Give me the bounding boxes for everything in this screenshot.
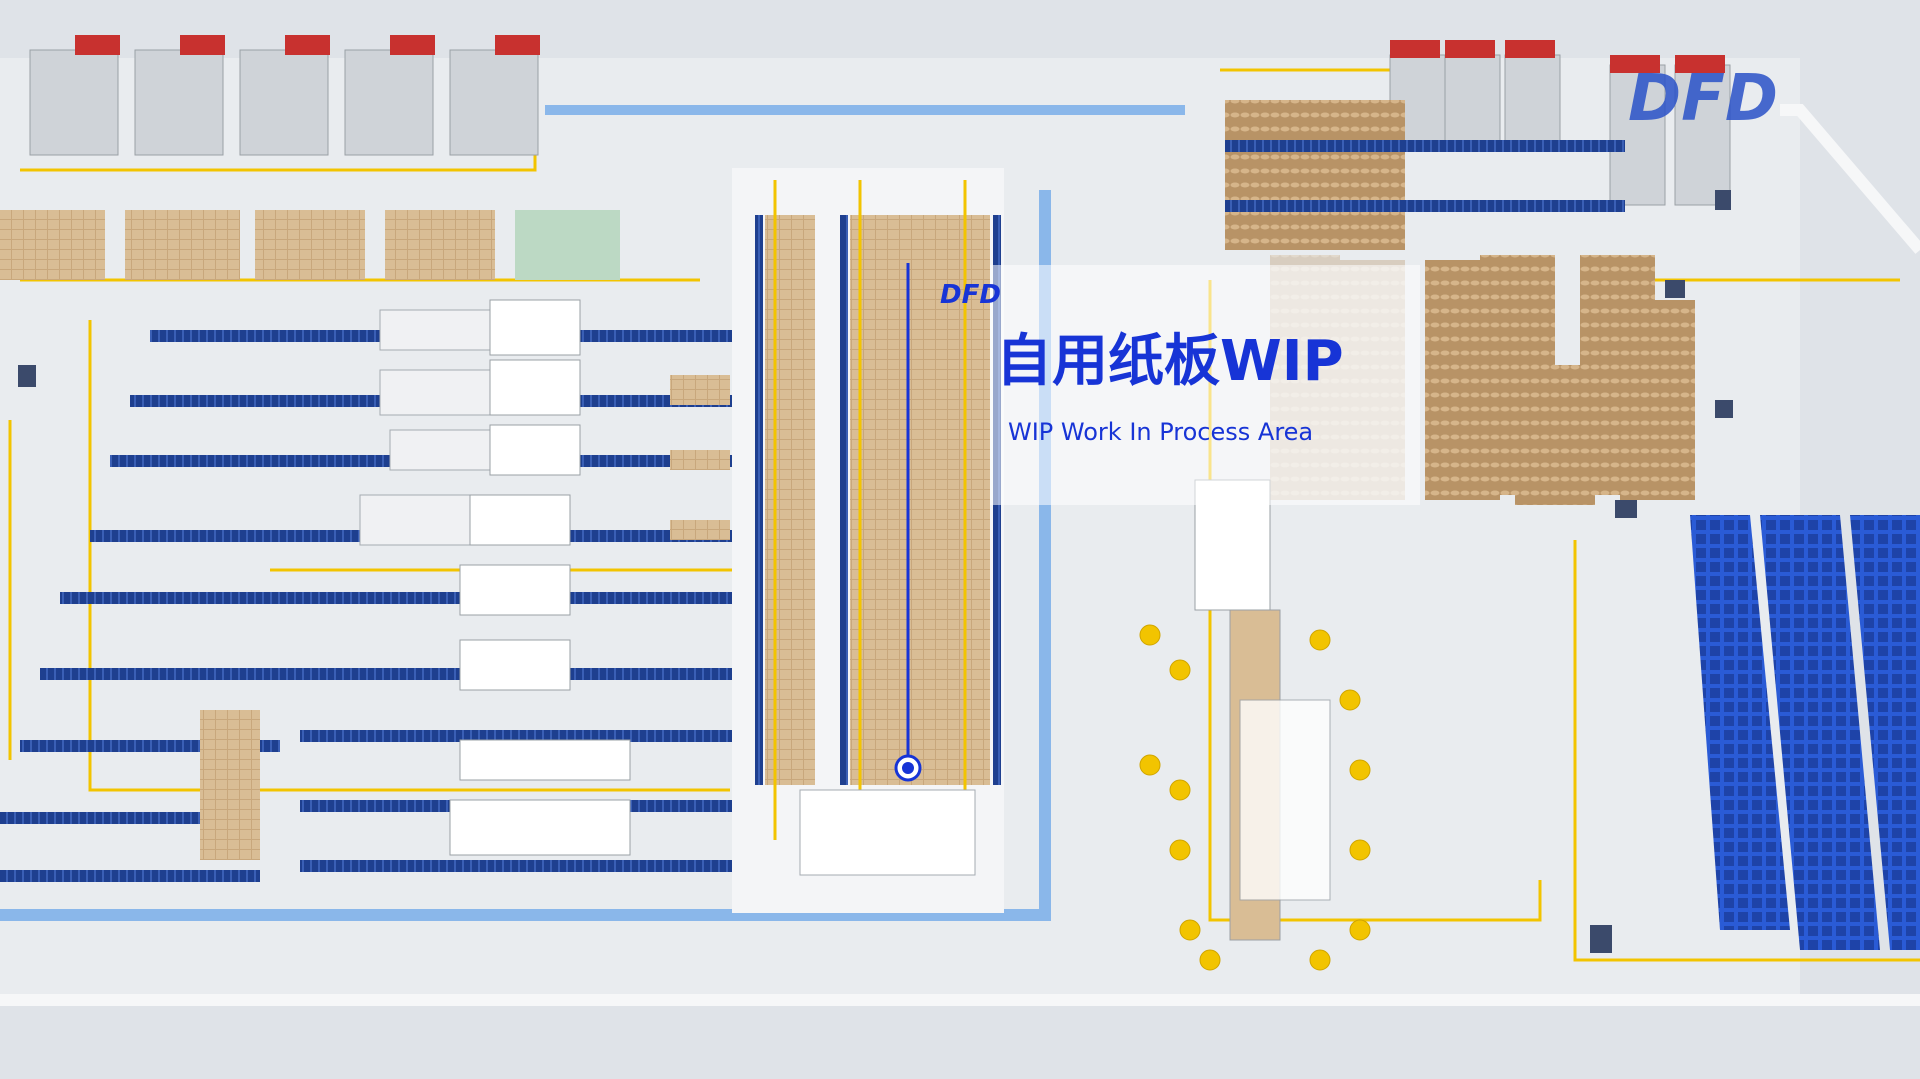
trucks-top-right <box>1389 40 1731 206</box>
callout-subtitle: WIP Work In Process Area <box>1008 418 1313 446</box>
callout-logo: DFD <box>940 280 1001 310</box>
pallet-blocks <box>0 210 620 280</box>
central-conveyor <box>1139 479 1371 971</box>
trucks-top-left <box>29 35 540 156</box>
dfd-logo-icon: DFD <box>1628 62 1778 136</box>
forklifts <box>18 190 1733 953</box>
location-pin-dot <box>902 762 914 774</box>
outer-wall <box>0 994 1920 1006</box>
production-lines <box>0 299 740 882</box>
callout-panel <box>990 265 1420 505</box>
callout-title: 自用纸板WIP <box>996 329 1344 394</box>
asrs-racks <box>1690 515 1920 950</box>
outer-wall-right <box>1780 104 1920 254</box>
